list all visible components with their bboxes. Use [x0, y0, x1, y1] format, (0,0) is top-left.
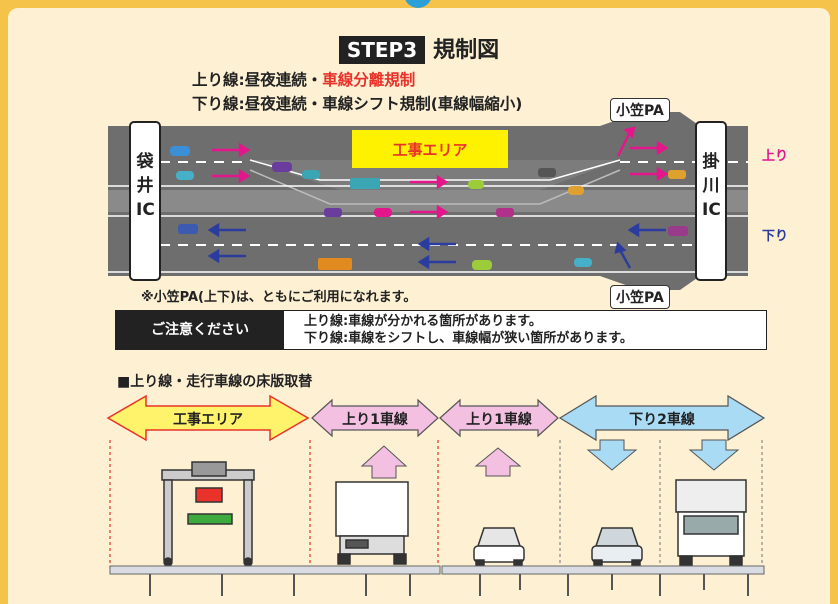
work-area-label: 工事エリア [392, 141, 467, 159]
pa-ramp-bottom [600, 276, 700, 290]
work-area-arrow-label: 工事エリア [173, 411, 243, 428]
up-direction-arrows [212, 126, 669, 220]
up-arrow-truck [360, 445, 408, 479]
section-title: ■上り線・走行車線の床版取替 [117, 374, 313, 390]
up-lane-arrow-a [311, 398, 439, 438]
up-arrow-car [474, 447, 522, 477]
deck-slab-down [441, 565, 765, 575]
median [108, 190, 748, 212]
caution-text: 上り線:車線が分かれる箇所があります。 下り線:車線をシフトし、車線幅が狭い箇所… [304, 313, 633, 347]
caution-box: ご注意ください 上り線:車線が分かれる箇所があります。 下り線:車線をシフトし、… [115, 310, 767, 350]
down-arrow-truck [688, 439, 740, 471]
separated-lane [250, 160, 620, 190]
right-ic-label: 掛川IC [702, 152, 721, 220]
work-area-box [352, 130, 508, 168]
left-ic-box [129, 121, 161, 281]
up-line-highlight: 車線分離規制 [322, 71, 416, 89]
dir-up-label: 上り [762, 149, 788, 164]
girders [149, 574, 749, 596]
caution-line-up: 上り線:車線が分かれる箇所があります。 [304, 314, 542, 329]
top-tab-decoration [404, 0, 432, 8]
work-area-arrow [106, 394, 310, 442]
car-down-lane [591, 527, 643, 569]
title-text: 規制図 [433, 38, 500, 63]
up-lane-arrow-b-label: 上り1車線 [466, 411, 532, 428]
up-lane-arrow-b [439, 398, 559, 438]
up-line-regulation: 上り線:昼夜連続・車線分離規制 [192, 68, 415, 90]
caution-line-down: 下り線:車線をシフトし、車線幅が狭い箇所があります。 [304, 331, 633, 346]
car-up-lane [473, 527, 525, 569]
left-ic-label: 袋井IC [136, 152, 155, 220]
up-line-prefix: 上り線:昼夜連続・ [192, 71, 323, 89]
pa-note: ※小笠PA(上下)は、ともにご利用になれます。 [141, 290, 417, 305]
right-ic-box [695, 121, 727, 281]
down-arrow-car [586, 439, 638, 471]
down-lane-arrow [558, 394, 766, 442]
step-badge: STEP3 [338, 36, 426, 64]
pa-top-label: 小笠PA [610, 98, 670, 122]
truck-up-lane [335, 481, 409, 565]
pa-bottom-label: 小笠PA [610, 285, 670, 309]
construction-machine [161, 461, 255, 567]
deck-slab-up [109, 565, 441, 575]
down-direction-arrows [207, 222, 666, 270]
page-title: STEP3 規制図 [0, 32, 838, 64]
up-lane-arrow-a-label: 上り1車線 [342, 411, 408, 428]
caution-label: ご注意ください [116, 311, 284, 349]
vehicles [170, 146, 688, 270]
dir-down-label: 下り [762, 229, 788, 244]
down-lane-arrow-label: 下り2車線 [629, 411, 695, 428]
down-line-regulation: 下り線:昼夜連続・車線シフト規制(車線幅縮小) [192, 95, 523, 113]
red-separators [109, 440, 439, 572]
gray-separators [559, 440, 763, 572]
truck-down-lane [675, 479, 747, 567]
